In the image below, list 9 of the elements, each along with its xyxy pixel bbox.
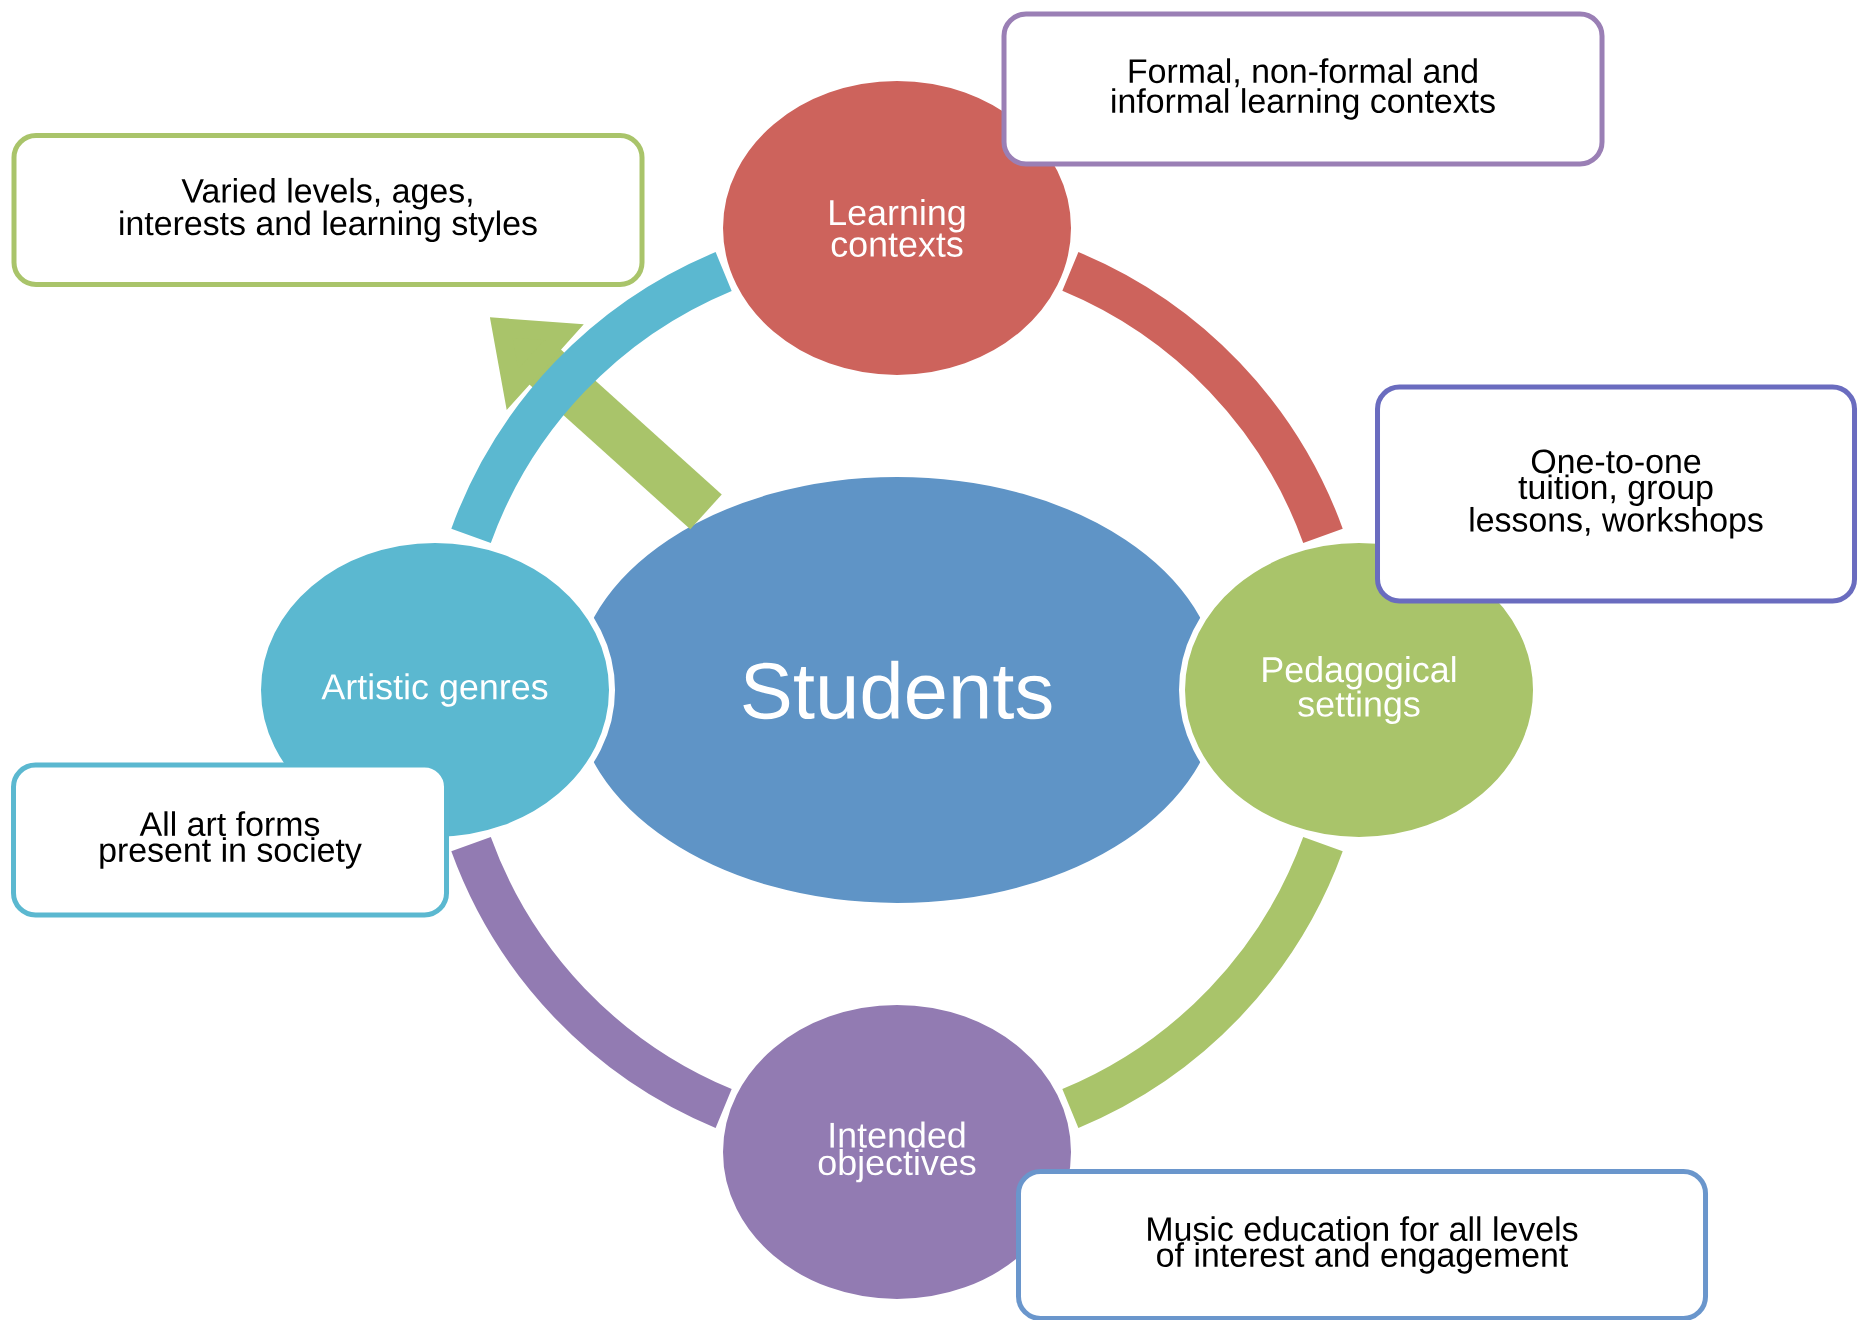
ring-band: [451, 252, 733, 544]
text-box: One-to-one tuition, group lessons, workshops: [1375, 384, 1857, 604]
text-box: Formal, non-formal and informal learning contexts: [1001, 11, 1605, 167]
ring-band: [1061, 252, 1343, 544]
ring-band: [451, 836, 733, 1128]
text-box: Varied levels, ages, interests and learning styles: [11, 133, 645, 287]
text-box: All art forms present in society: [11, 762, 449, 918]
ring-band: [1061, 836, 1343, 1128]
text-box: Music education for all levels of interest and engagement: [1016, 1169, 1708, 1320]
